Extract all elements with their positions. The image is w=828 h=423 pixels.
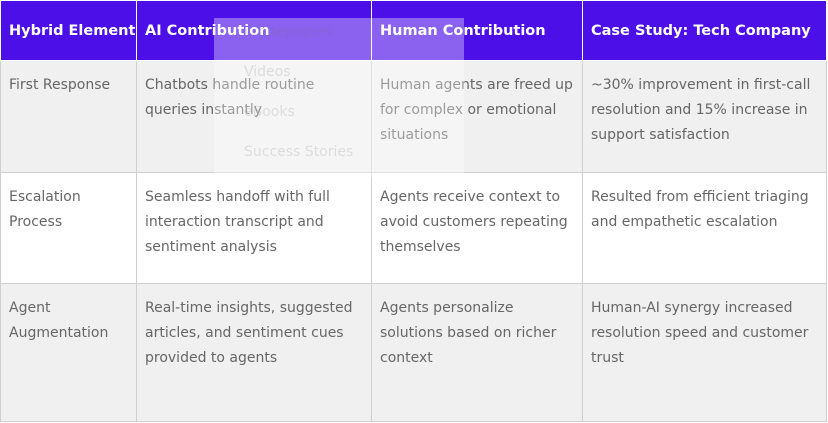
table-row: First Response Chatbots handle routine q… xyxy=(0,60,827,173)
cell-human-contribution: Agents personalize solutions based on ri… xyxy=(371,283,583,422)
table-header-row: Hybrid Element AI Contribution Human Con… xyxy=(0,0,827,61)
cell-ai-contribution: Chatbots handle routine queries instantl… xyxy=(136,60,372,173)
header-human-contribution: Human Contribution xyxy=(371,0,583,61)
cell-hybrid-element: First Response xyxy=(0,60,137,173)
cell-ai-contribution: Seamless handoff with full interaction t… xyxy=(136,172,372,284)
cell-hybrid-element: Escalation Process xyxy=(0,172,137,284)
cell-human-contribution: Agents receive context to avoid customer… xyxy=(371,172,583,284)
cell-human-contribution: Human agents are freed up for complex or… xyxy=(371,60,583,173)
header-ai-contribution: AI Contribution xyxy=(136,0,372,61)
cell-case-study: ~30% improvement in first-call resolutio… xyxy=(582,60,827,173)
header-case-study: Case Study: Tech Company xyxy=(582,0,827,61)
cell-case-study: Human-AI synergy increased resolution sp… xyxy=(582,283,827,422)
cell-hybrid-element: Agent Augmentation xyxy=(0,283,137,422)
cell-ai-contribution: Real-time insights, suggested articles, … xyxy=(136,283,372,422)
cell-case-study: Resulted from efficient triaging and emp… xyxy=(582,172,827,284)
table-row: Escalation Process Seamless handoff with… xyxy=(0,172,827,284)
header-hybrid-element: Hybrid Element xyxy=(0,0,137,61)
table-row: Agent Augmentation Real-time insights, s… xyxy=(0,283,827,422)
